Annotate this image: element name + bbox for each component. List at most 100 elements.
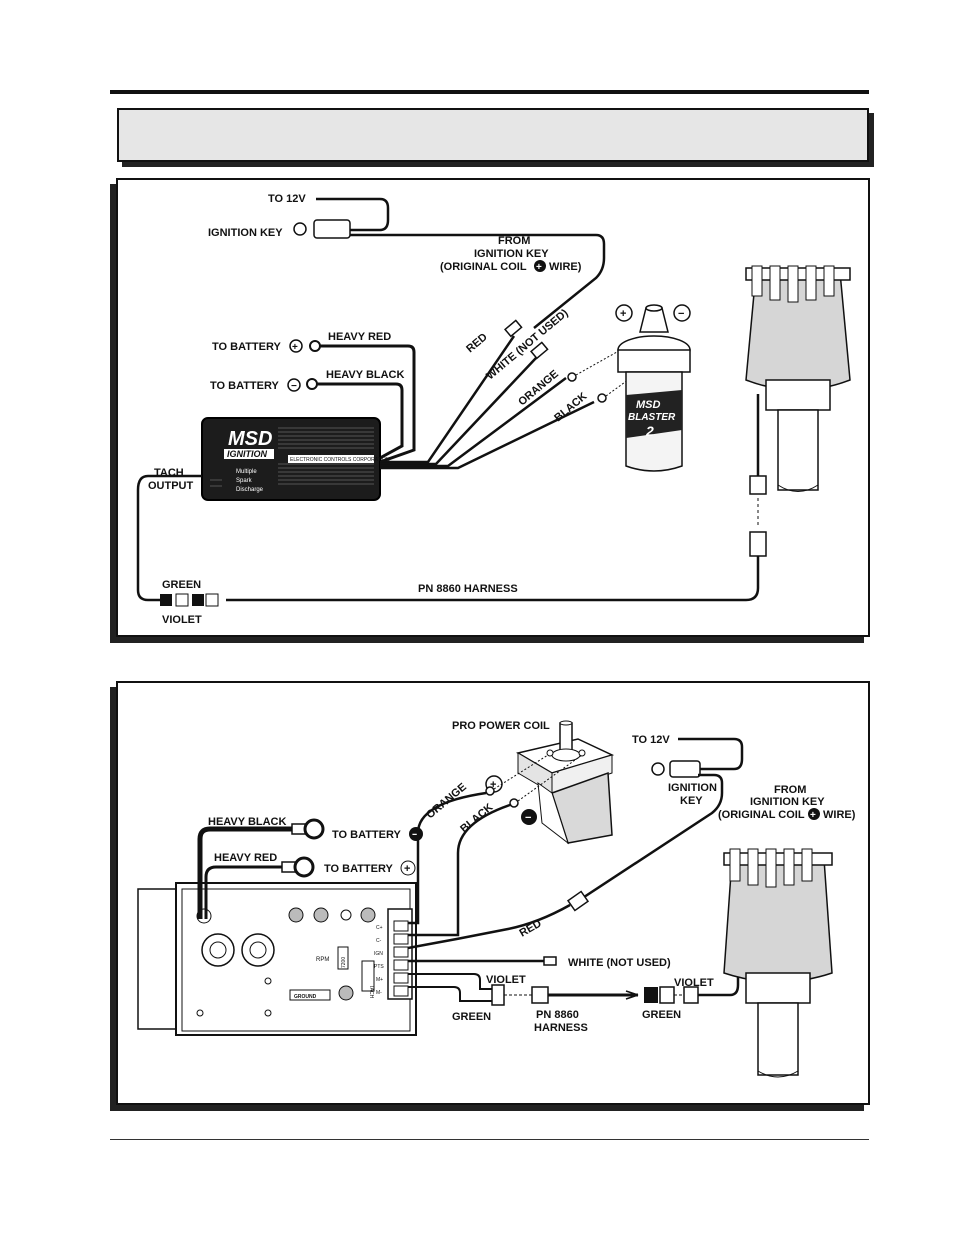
ring-terminal-pos [309, 340, 321, 352]
label-green: GREEN [162, 579, 201, 591]
label-to-12v: TO 12V [632, 734, 670, 746]
white-connector [530, 341, 549, 360]
ring-terminal-pos [293, 856, 315, 878]
ignition-logo-text: IGNITION [227, 449, 267, 459]
label-diagram1-box-strip: ELECTRONIC CONTROLS CORPORATION [290, 457, 390, 463]
coil-minus-icon [521, 809, 537, 825]
svg-text:+: + [490, 779, 496, 791]
label-diagram1-box-text1: Multiple [236, 469, 257, 475]
bottom-rule [110, 1139, 869, 1140]
label-violet-right: VIOLET [674, 977, 714, 989]
label-red: RED [464, 331, 490, 355]
black-terminal [597, 393, 607, 403]
label-diagram1-coil-brand: MSD [636, 399, 661, 411]
ring-terminal-neg [303, 818, 325, 840]
violet-connector-right [644, 987, 658, 1003]
label-diagram2-terminals-3: PTS [374, 964, 384, 970]
label-diagram2-tach: TACH [368, 985, 374, 999]
distributor-connector [749, 475, 767, 495]
plus-icon [289, 339, 303, 353]
label-heavy-black: HEAVY BLACK [208, 816, 286, 828]
orange-terminal [567, 372, 577, 382]
svg-text:−: − [678, 308, 684, 320]
label-ignition-key: IGNITION KEY [208, 227, 283, 239]
harness-connector [749, 531, 767, 557]
label-to-battery-pos: TO BATTERY [212, 341, 282, 353]
wire-black [408, 803, 511, 937]
label-from-3a: (ORIGINAL COIL [440, 261, 527, 273]
label-to-battery-neg: TO BATTERY [210, 380, 280, 392]
label-diagram2-rpm: RPM [316, 957, 329, 963]
svg-text:+: + [620, 308, 626, 320]
label-tach-2: OUTPUT [148, 480, 194, 492]
label-heavy-black: HEAVY BLACK [326, 369, 404, 381]
ignition-logo-band [224, 449, 274, 459]
wire-12v [678, 737, 744, 771]
wire-from-ignition-key [350, 233, 606, 329]
label-from-1: FROM [774, 784, 806, 796]
svg-text:+: + [404, 863, 410, 875]
tach-output-wire [136, 474, 202, 602]
label-diagram2-terminals-2: IGN [374, 951, 383, 957]
svg-text:+: + [810, 810, 816, 821]
wire-bundle [380, 335, 595, 470]
top-rule [110, 90, 869, 94]
minus-icon [409, 827, 423, 841]
label-to-battery-neg: TO BATTERY [332, 829, 402, 841]
label-diagram1-coil-number: 2 [645, 423, 654, 439]
ignition-key-switch [313, 219, 351, 239]
wire-orange [408, 791, 487, 925]
wire-red [407, 903, 571, 950]
distributor [723, 848, 833, 1078]
diagram-1-svg: TO 12V IGNITION KEY FROM IGNITION KEY (O… [136, 193, 851, 626]
label-green-left: GREEN [452, 1011, 491, 1023]
section-header-bar [117, 108, 869, 162]
label-from-3b: WIRE) [823, 809, 856, 821]
label-from-3a: (ORIGINAL COIL [718, 809, 805, 821]
label-harness-1: PN 8860 [536, 1009, 579, 1021]
coil-minus-icon [673, 304, 691, 322]
svg-text:+: + [536, 262, 542, 273]
svg-text:−: − [291, 381, 297, 392]
plus-icon [808, 808, 820, 820]
label-ignition-1: IGNITION [668, 782, 717, 794]
ignition-key-icon [293, 222, 307, 236]
pro-power-coil [516, 720, 615, 845]
wire-heavy-red [320, 344, 416, 464]
ignition-key-icon [651, 762, 665, 776]
ring-terminal-neg [306, 378, 318, 390]
label-green-right: GREEN [642, 1009, 681, 1021]
label-orange: ORANGE [424, 781, 469, 821]
distributor-pickup-wire [698, 913, 740, 997]
label-from-2: IGNITION KEY [474, 248, 549, 260]
label-pro-power-coil: PRO POWER COIL [452, 720, 550, 732]
label-from-1: FROM [498, 235, 530, 247]
label-diagram2-terminals-0: C+ [376, 925, 383, 931]
svg-text:−: − [412, 829, 418, 841]
wiring-diagram-msd-7-pro-power-coil: GROUND RPM 7200 TACH C+ C- IGN PTS M+ M-… [116, 681, 870, 1105]
label-white-not-used: WHITE (NOT USED) [568, 957, 671, 969]
label-black: BLACK [458, 801, 495, 835]
wire-heavy-red [204, 865, 284, 919]
harness-connector-left [491, 984, 505, 1006]
coil-label [626, 390, 682, 438]
diagram-2-svg: GROUND RPM 7200 TACH C+ C- IGN PTS M+ M-… [137, 720, 856, 1078]
label-diagram2-terminals-4: M+ [376, 977, 383, 983]
wire-green [408, 986, 494, 1002]
label-harness: PN 8860 HARNESS [418, 583, 518, 595]
wiring-diagram-msd-6-blaster-2: TO 12V IGNITION KEY FROM IGNITION KEY (O… [116, 178, 870, 637]
label-diagram2-terminals-5: M- [376, 990, 382, 996]
label-diagram2-rpm-module: 7200 [341, 957, 347, 968]
white-connector [543, 956, 557, 966]
red-connector [504, 319, 523, 338]
msd-7-ignition-box: GROUND RPM 7200 TACH [137, 882, 417, 1036]
label-heavy-red: HEAVY RED [328, 331, 391, 343]
label-to-battery-pos: TO BATTERY [324, 863, 394, 875]
minus-icon [287, 378, 301, 392]
green-connector [160, 594, 172, 606]
label-diagram1-coil-model: BLASTER [628, 412, 676, 423]
label-from-3b: WIRE) [549, 261, 582, 273]
plus-icon [534, 260, 546, 272]
distributor [745, 265, 851, 492]
label-white-not-used: WHITE (NOT USED) [484, 307, 571, 382]
